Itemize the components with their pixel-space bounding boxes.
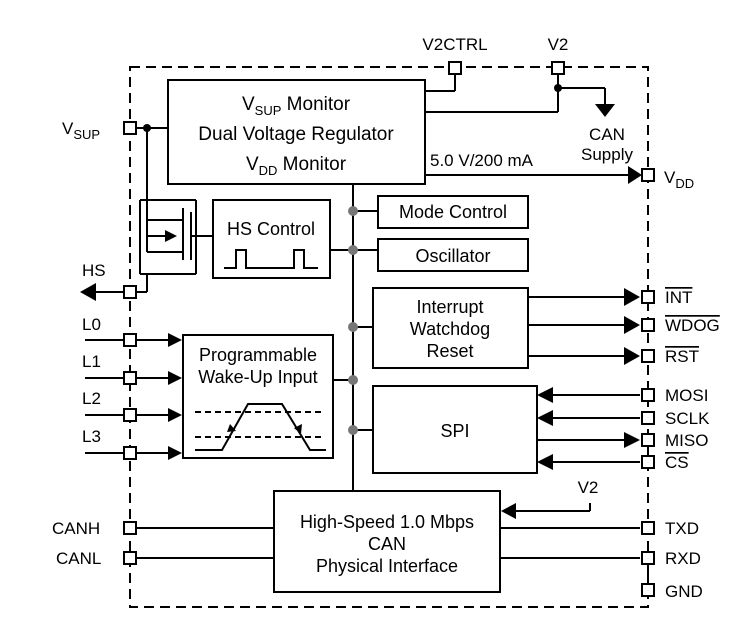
label-l2: L2 — [82, 389, 101, 408]
interrupt-watchdog-reset-block — [372, 287, 529, 369]
can-label-1: High-Speed 1.0 Mbps — [300, 512, 474, 532]
label-output-rating: 5.0 V/200 mA — [430, 151, 534, 170]
wakeup-label-1: Programmable — [199, 345, 317, 365]
can-label-2: CAN — [368, 534, 406, 554]
pin-v2ctrl — [448, 61, 462, 75]
label-v2ctrl: V2CTRL — [422, 35, 487, 54]
label-vsup: VSUP — [62, 119, 100, 142]
label-can-supply-2: Supply — [581, 145, 633, 164]
label-l1: L1 — [82, 352, 101, 371]
reset-label: Reset — [426, 341, 473, 361]
hs-control-label: HS Control — [227, 219, 315, 239]
vsup-monitor-label: VSUP Monitor — [242, 94, 351, 118]
hs-out-arrow — [80, 283, 96, 301]
pin-l3 — [123, 446, 137, 460]
label-gnd: GND — [665, 582, 703, 601]
pin-sclk — [641, 411, 655, 425]
label-canl: CANL — [56, 549, 101, 568]
pin-wdog — [641, 318, 655, 332]
pin-rst — [641, 349, 655, 363]
spi-label: SPI — [440, 421, 469, 441]
interrupt-label: Interrupt — [416, 297, 483, 317]
wakeup-label-2: Wake-Up Input — [198, 367, 317, 387]
hysteresis-waveform-icon — [195, 403, 326, 451]
label-l3: L3 — [82, 427, 101, 446]
label-can-v2: V2 — [578, 478, 599, 497]
pin-canh — [123, 521, 137, 535]
pin-v2 — [551, 61, 565, 75]
label-hs: HS — [82, 261, 106, 280]
pin-gnd — [641, 583, 655, 597]
pin-vsup — [123, 121, 137, 135]
label-rxd: RXD — [665, 549, 701, 568]
label-miso: MISO — [665, 431, 708, 450]
label-wdog: WDOG — [665, 316, 720, 335]
pin-mosi — [641, 388, 655, 402]
pin-rxd — [641, 551, 655, 565]
pulse-waveform-icon — [224, 249, 318, 269]
dual-regulator-label: Dual Voltage Regulator — [198, 124, 394, 145]
label-mosi: MOSI — [665, 386, 708, 405]
mode-control-label: Mode Control — [399, 202, 507, 222]
pin-txd — [641, 521, 655, 535]
voltage-regulator-block — [167, 79, 426, 185]
label-sclk: SCLK — [665, 409, 710, 428]
pin-canl — [123, 551, 137, 565]
watchdog-label: Watchdog — [410, 319, 490, 339]
pin-miso — [641, 433, 655, 447]
label-can-supply-1: CAN — [589, 125, 625, 144]
can-label-3: Physical Interface — [316, 556, 458, 576]
spi-block — [372, 385, 538, 474]
pin-l1 — [123, 371, 137, 385]
pin-l0 — [123, 333, 137, 347]
label-v2: V2 — [548, 35, 569, 54]
pin-l2 — [123, 408, 137, 422]
pin-vdd — [641, 168, 655, 182]
oscillator-block — [377, 238, 529, 272]
label-rst: RST — [665, 347, 699, 366]
oscillator-label: Oscillator — [415, 246, 490, 266]
label-txd: TXD — [665, 519, 699, 538]
pin-cs — [641, 455, 655, 469]
label-canh: CANH — [52, 519, 100, 538]
can-interface-block — [273, 490, 501, 593]
label-cs: CS — [665, 453, 689, 472]
label-l0: L0 — [82, 315, 101, 334]
pin-hs — [123, 285, 137, 299]
can-supply-arrow — [595, 104, 615, 117]
label-int: INT — [665, 288, 692, 307]
label-vdd: VDD — [664, 168, 694, 191]
pin-int — [641, 290, 655, 304]
hs-control-block — [212, 199, 331, 279]
vdd-monitor-label: VDD Monitor — [246, 154, 347, 178]
mode-control-block — [377, 195, 529, 229]
